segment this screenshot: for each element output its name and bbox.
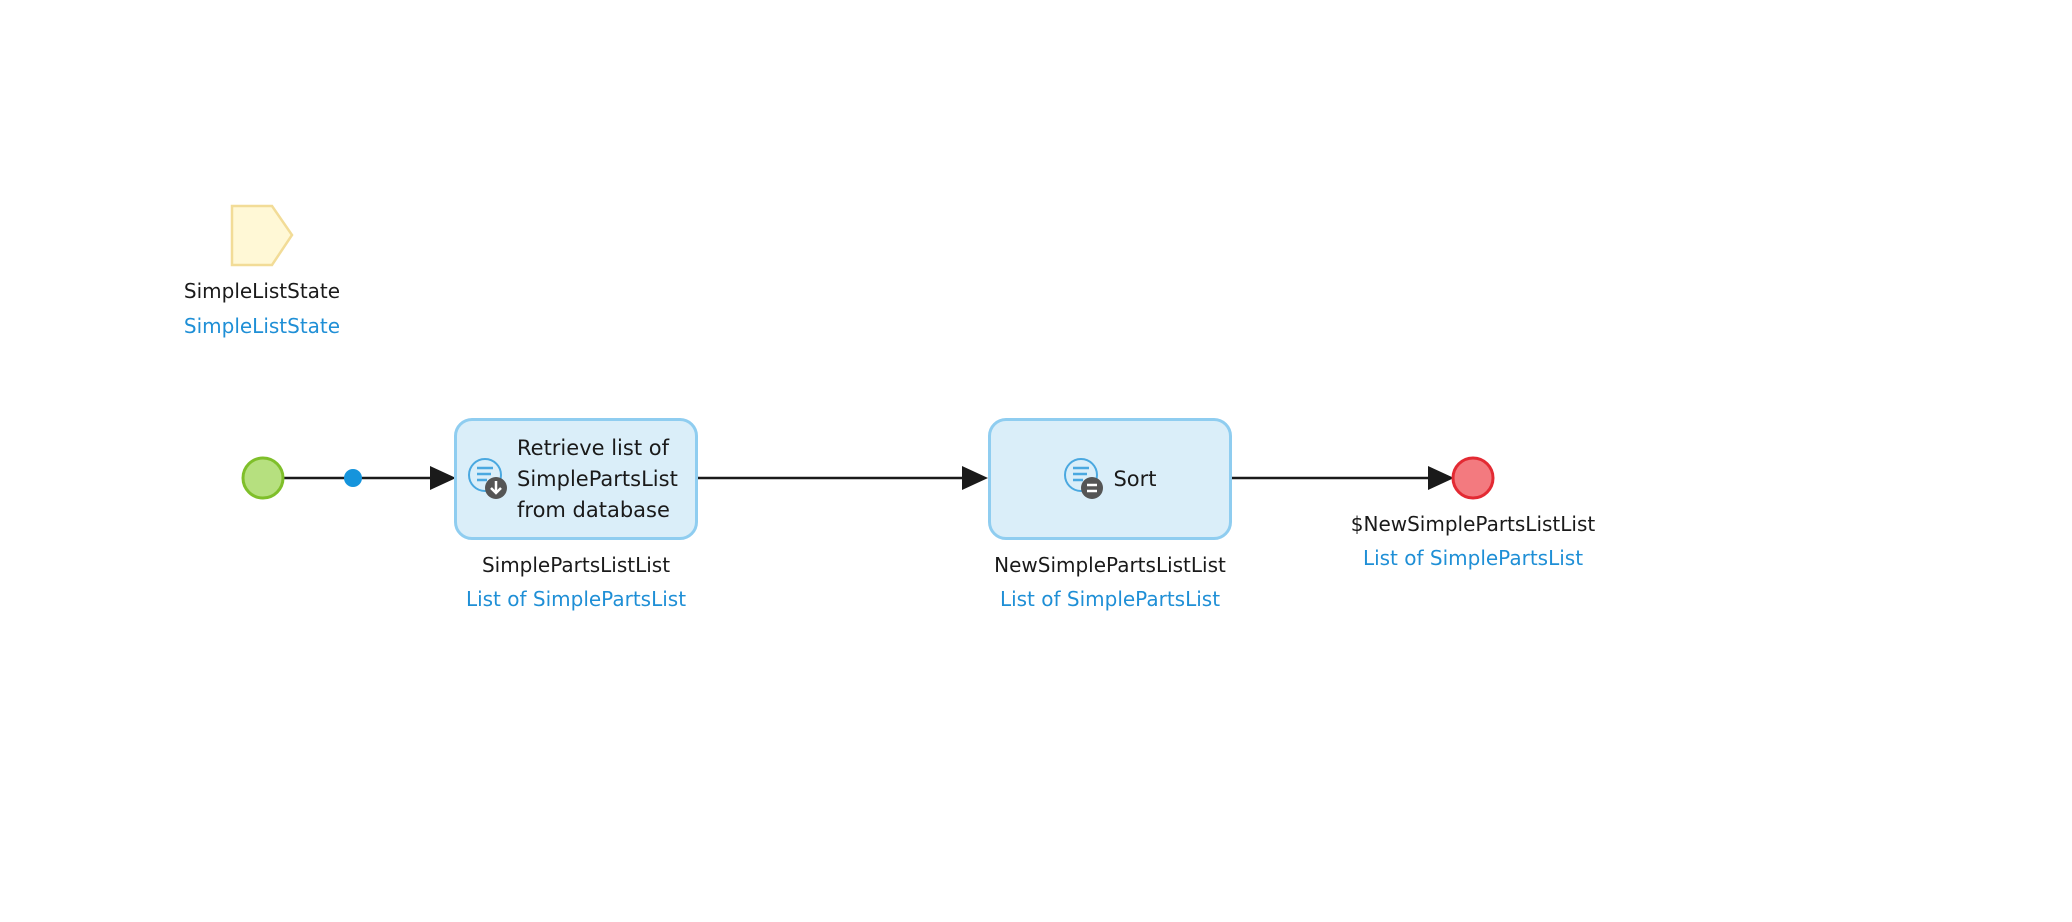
end-event-return-value: $NewSimplePartsListList <box>1350 512 1596 536</box>
flow-anchor-dot[interactable] <box>344 469 362 487</box>
sort-activity[interactable]: Sort <box>988 418 1232 540</box>
sequence-flow-sort-to-end[interactable] <box>1230 466 1454 490</box>
parameter-name: SimpleListState <box>183 279 341 303</box>
retrieve-activity[interactable]: Retrieve list of SimplePartsList from da… <box>454 418 698 540</box>
end-event[interactable] <box>1451 456 1495 500</box>
parameter-icon[interactable] <box>230 204 296 270</box>
start-event[interactable] <box>241 456 285 500</box>
sequence-flow-start-to-retrieve[interactable] <box>284 466 456 490</box>
sort-output-variable: NewSimplePartsListList <box>994 553 1226 577</box>
retrieve-caption-line: Retrieve list of <box>517 435 669 460</box>
parameter-type-link[interactable]: SimpleListState <box>183 314 341 338</box>
sort-output-type-link[interactable]: List of SimplePartsList <box>999 587 1221 611</box>
sort-caption-line: Sort <box>1113 466 1157 491</box>
sort-list-icon <box>1064 458 1104 499</box>
sequence-flow-retrieve-to-sort[interactable] <box>696 466 988 490</box>
retrieve-output-variable: SimplePartsListList <box>481 553 671 577</box>
retrieve-output-type-link[interactable]: List of SimplePartsList <box>465 587 687 611</box>
sort-activity-caption: Sort <box>1113 464 1156 495</box>
retrieve-list-icon <box>468 458 507 499</box>
end-event-return-type-link[interactable]: List of SimplePartsList <box>1362 546 1584 570</box>
retrieve-caption-line: SimplePartsList <box>517 466 678 491</box>
retrieve-caption-line: from database <box>517 497 670 522</box>
retrieve-activity-caption: Retrieve list of SimplePartsList from da… <box>517 433 678 526</box>
